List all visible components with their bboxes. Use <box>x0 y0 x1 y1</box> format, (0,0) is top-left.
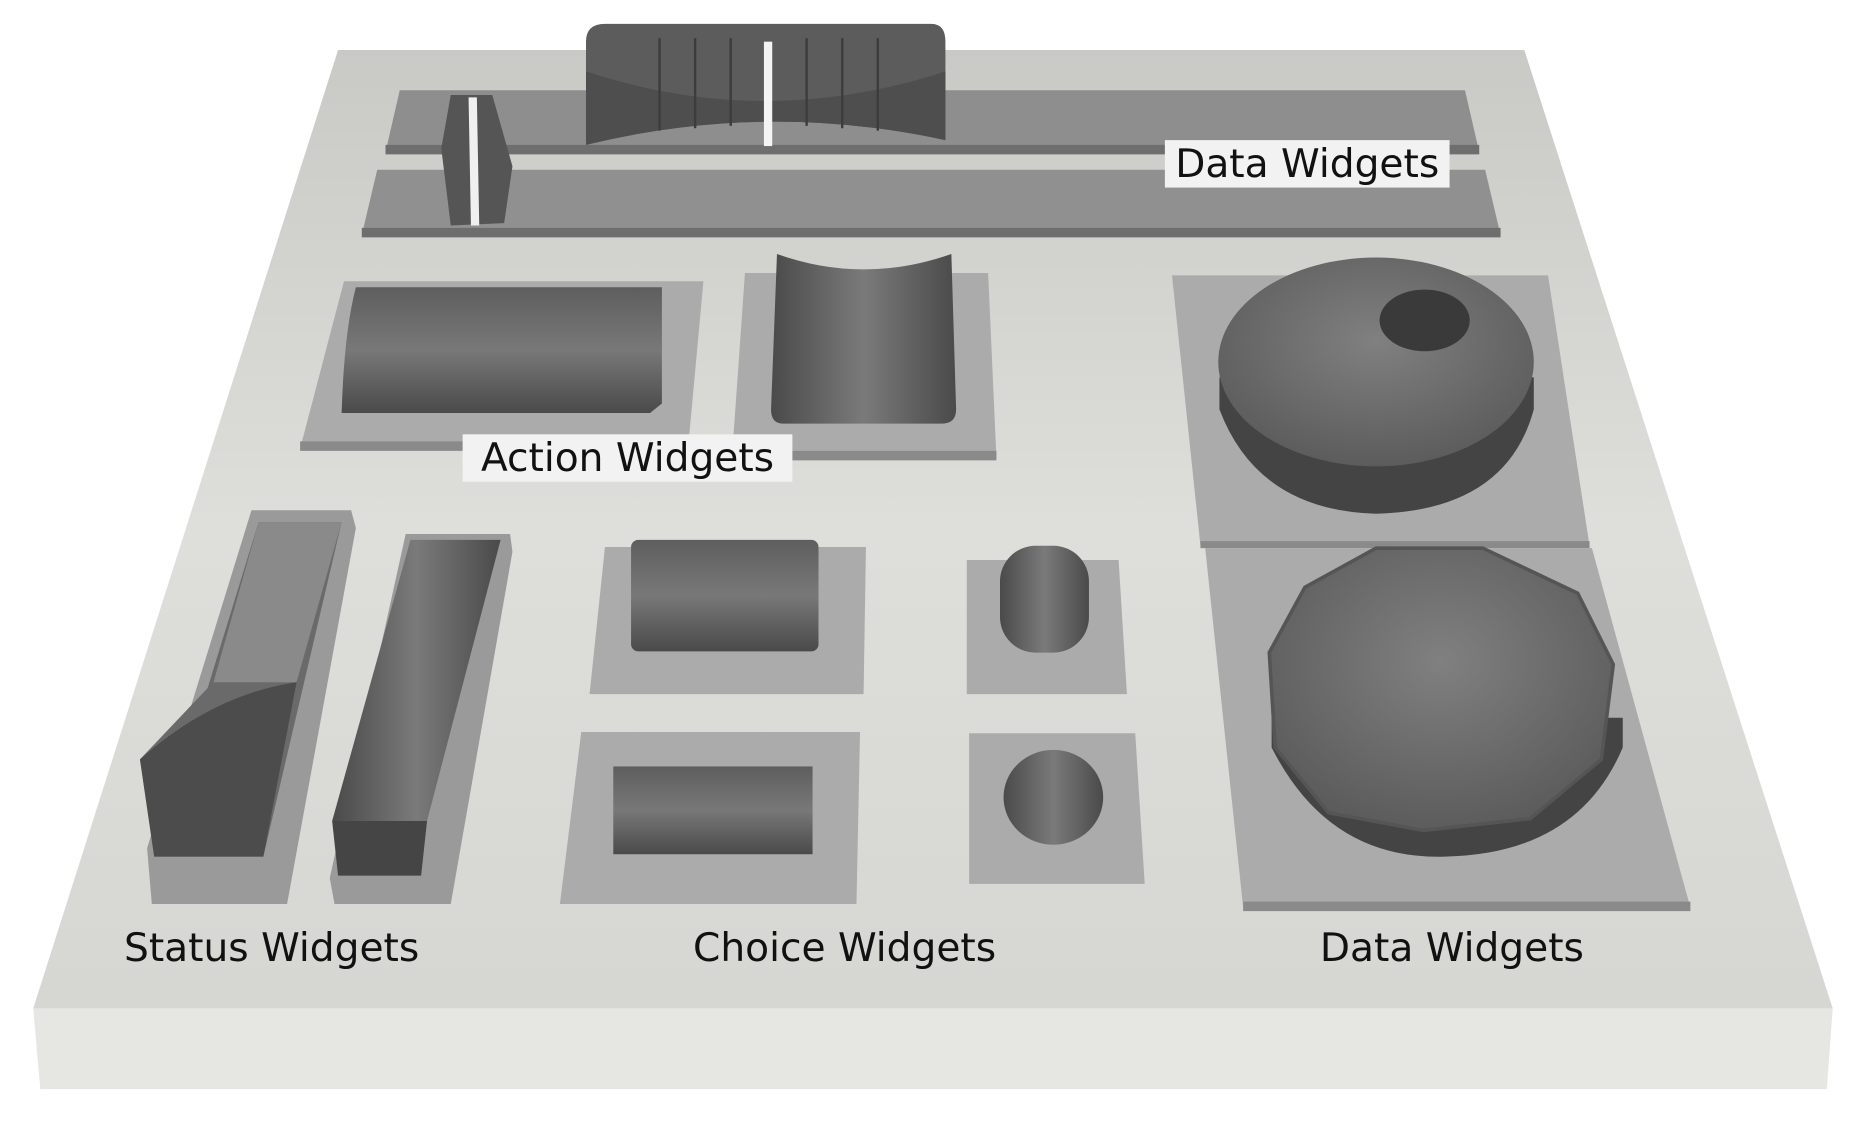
choice-widget-cylinder-tall <box>966 545 1127 695</box>
svg-text:Action Widgets: Action Widgets <box>481 436 774 481</box>
label-choice-widgets: Choice Widgets <box>693 926 996 971</box>
large-slider-knob <box>585 23 946 147</box>
label-status-widgets: Status Widgets <box>124 926 419 971</box>
data-widget-knurled-knob <box>1205 546 1691 912</box>
svg-text:Data Widgets: Data Widgets <box>1175 142 1439 187</box>
status-widget-toggle-left <box>139 510 356 905</box>
choice-widget-button-large <box>589 539 866 695</box>
action-widget-button-curved <box>731 253 997 461</box>
label-data-widgets-top: Data Widgets <box>1164 140 1450 188</box>
choice-widget-button-flat <box>559 732 861 905</box>
label-action-widgets: Action Widgets <box>462 434 793 482</box>
action-widget-button-wide <box>300 281 704 451</box>
choice-widget-cylinder-short <box>969 733 1145 884</box>
label-data-widgets-bottom: Data Widgets <box>1320 926 1584 971</box>
small-slider-knob <box>441 95 513 226</box>
data-widget-round-knob <box>1171 257 1590 549</box>
status-widget-toggle-right <box>329 533 513 905</box>
